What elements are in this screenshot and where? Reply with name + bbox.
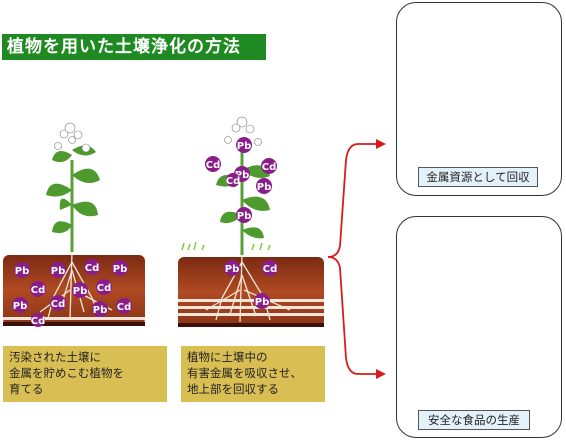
cd-label: Cd xyxy=(31,316,46,327)
pb-label: Pb xyxy=(51,266,66,277)
svg-text:Cd: Cd xyxy=(226,176,241,187)
caption-step-1-line-1: 汚染された土壌に xyxy=(9,350,101,364)
arrow-head-top xyxy=(376,139,386,149)
svg-text:Cd: Cd xyxy=(206,160,221,171)
plant-1 xyxy=(39,122,113,321)
outcome-panel-recovery xyxy=(396,2,562,196)
svg-text:Cd: Cd xyxy=(262,162,277,173)
caption-step-2: 植物に土壌中の 有害金属を吸収させ、 地上部を回収する xyxy=(181,346,325,402)
svg-text:Pb: Pb xyxy=(237,141,252,152)
svg-text:Pb: Pb xyxy=(235,170,250,181)
pb-label: Pb xyxy=(73,286,88,297)
branch-arrows xyxy=(327,143,376,375)
svg-text:Pb: Pb xyxy=(237,211,252,222)
outcome-label-recovery: 金属資源として回収 xyxy=(418,167,538,187)
flowers-2 xyxy=(224,116,262,146)
caption-step-1: 汚染された土壌に 金属を貯めこむ植物を 育てる xyxy=(3,346,167,402)
grass xyxy=(181,241,271,251)
pb-label: Pb xyxy=(15,266,30,277)
flowers-1 xyxy=(54,122,91,153)
outcome-label-food: 安全な食品の生産 xyxy=(418,410,530,430)
pb-label: Pb xyxy=(93,305,108,316)
caption-step-2-line-2: 有害金属を吸収させ、 xyxy=(187,366,302,380)
soil-base xyxy=(178,323,324,327)
cd-label: Cd xyxy=(85,263,100,274)
page-title: 植物を用いた土壌浄化の方法 xyxy=(2,34,266,60)
svg-text:Pb: Pb xyxy=(225,264,240,275)
outcome-panel-food xyxy=(396,216,562,438)
cd-label: Cd xyxy=(51,299,66,310)
soil-stripe xyxy=(178,306,324,309)
cd-label: Cd xyxy=(31,285,46,296)
svg-text:Cd: Cd xyxy=(263,264,278,275)
caption-step-1-line-3: 育てる xyxy=(9,382,44,396)
svg-text:Pb: Pb xyxy=(255,297,270,308)
soil-stripe xyxy=(3,317,145,320)
svg-text:Pb: Pb xyxy=(257,182,272,193)
caption-step-2-line-3: 地上部を回収する xyxy=(187,382,279,396)
metal-badges-plant-2: Pb Cd Cd Pb Cd Pb Pb xyxy=(205,137,277,223)
pb-label: Pb xyxy=(13,301,28,312)
metal-badges-soil-1: Pb Pb Cd Pb Cd Pb Cd Pb Cd Pb Cd Cd xyxy=(12,259,132,327)
metal-badges-soil-2: Pb Cd Pb xyxy=(224,260,278,309)
pb-label: Pb xyxy=(113,264,128,275)
caption-step-1-line-2: 金属を貯めこむ植物を xyxy=(9,366,124,380)
arrow-head-bottom xyxy=(376,369,386,379)
cd-label: Cd xyxy=(97,283,112,294)
soil-base xyxy=(3,322,145,326)
cd-label: Cd xyxy=(117,302,132,313)
soil-stripe xyxy=(178,313,324,316)
caption-step-2-line-1: 植物に土壌中の xyxy=(187,350,268,364)
treated-soil xyxy=(178,257,324,327)
